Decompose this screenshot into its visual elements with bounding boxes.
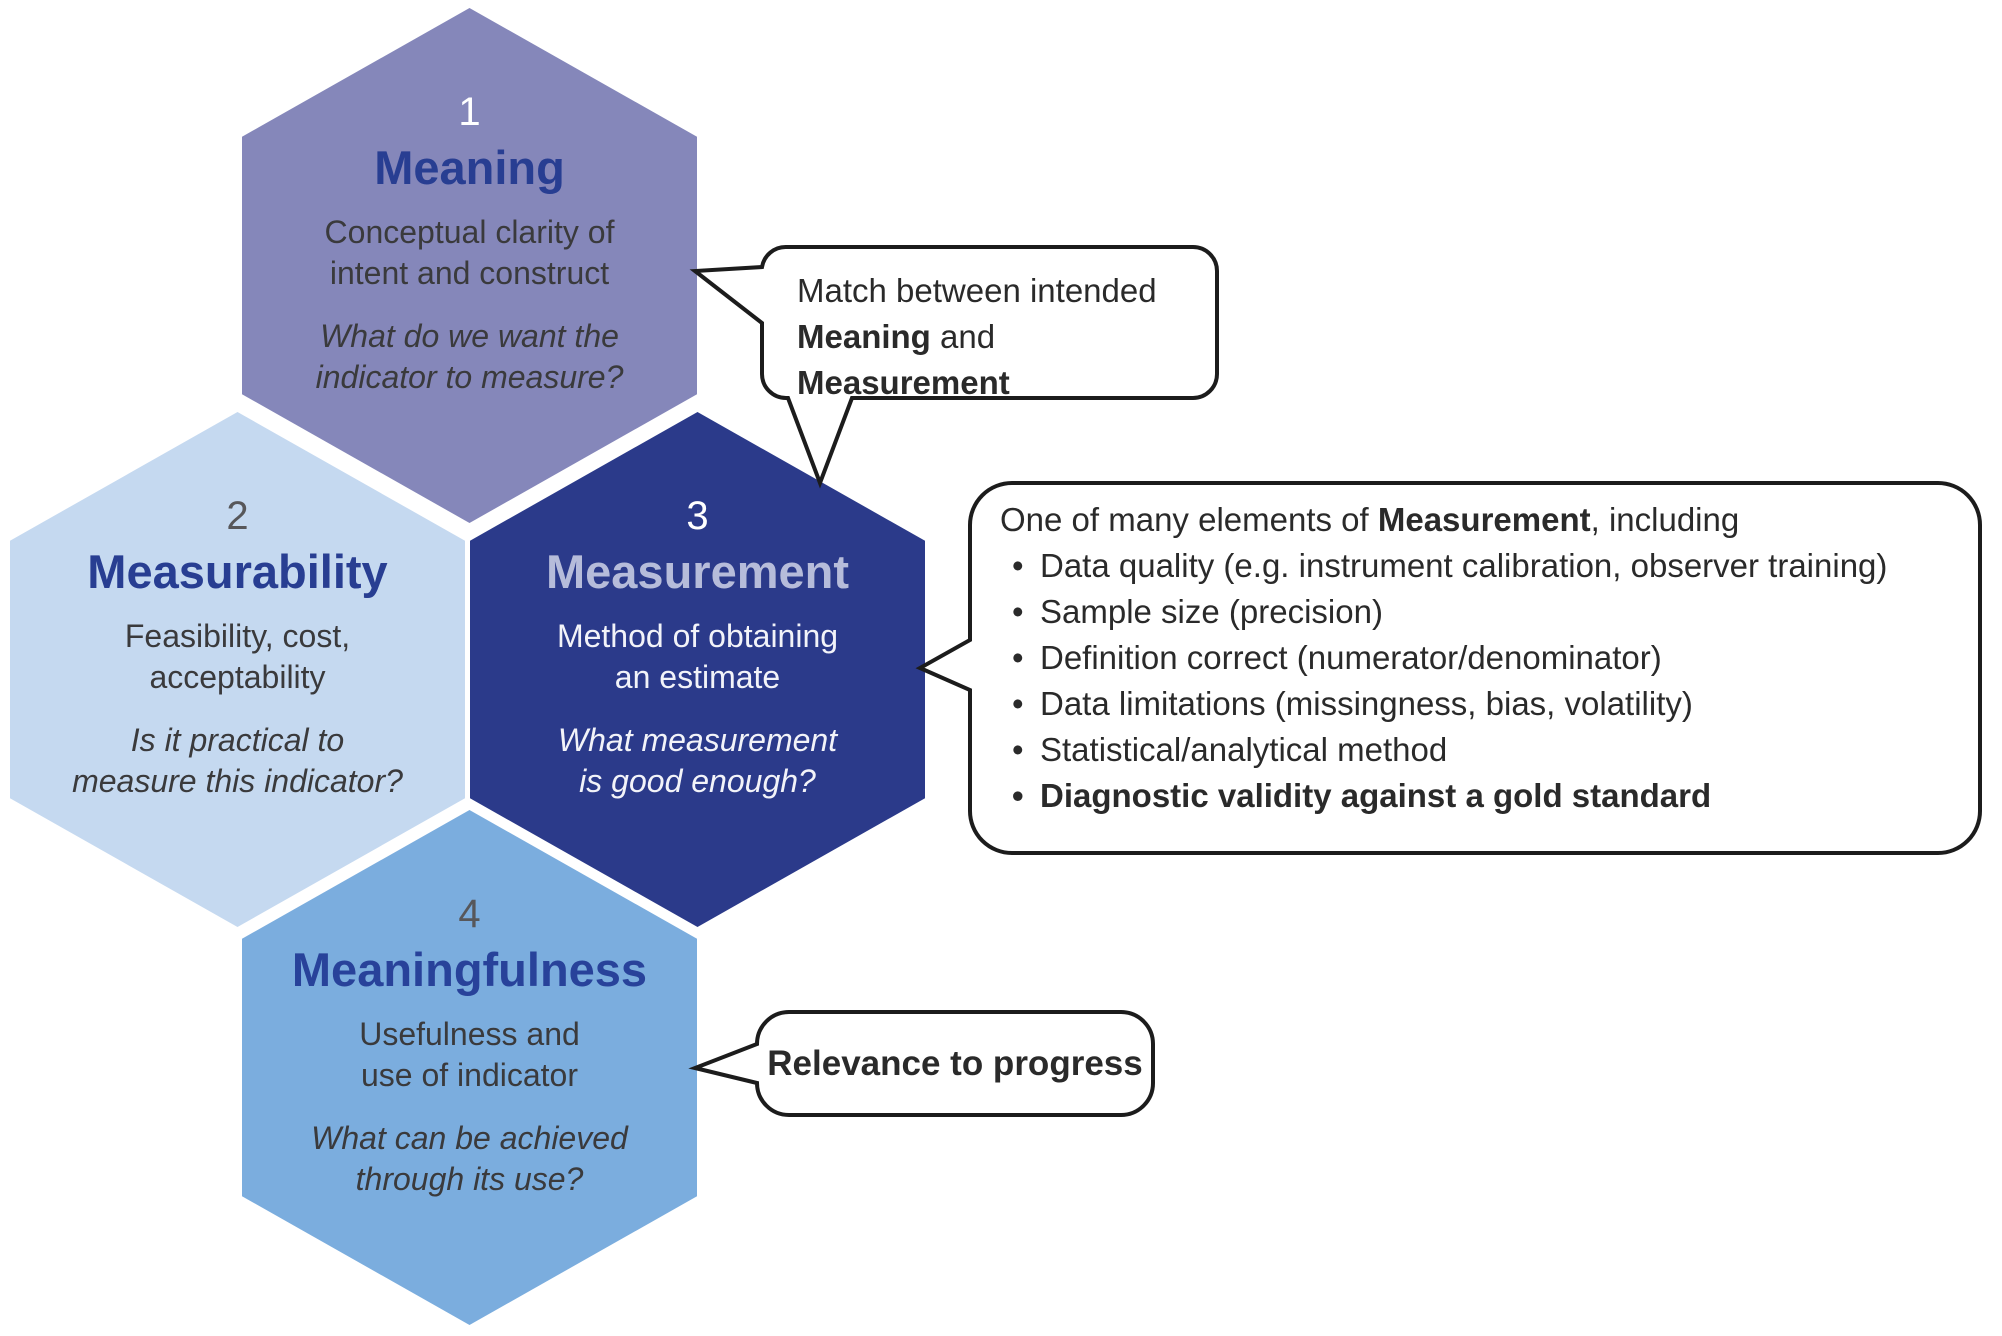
list-item: Statistical/analytical method bbox=[1012, 727, 1958, 773]
description-line: Conceptual clarity of bbox=[324, 214, 615, 250]
list-item-text: Definition correct (numerator/denominato… bbox=[1040, 639, 1662, 676]
description-line: Method of obtaining bbox=[556, 618, 839, 654]
hexagon-measurement-description: Method of obtaining an estimate bbox=[557, 616, 838, 698]
list-item: Definition correct (numerator/denominato… bbox=[1012, 635, 1958, 681]
callout-line: Relevance to progress bbox=[767, 1043, 1143, 1083]
list-item: Sample size (precision) bbox=[1012, 589, 1958, 635]
description-line: intent and construct bbox=[329, 255, 610, 291]
description-line: an estimate bbox=[614, 659, 781, 695]
question-line: indicator to measure? bbox=[315, 359, 624, 395]
intro-bold-term: Measurement bbox=[1377, 501, 1591, 538]
callout-line: Match between intended bbox=[797, 272, 1157, 309]
description-line: Usefulness and bbox=[359, 1016, 580, 1052]
question-line: measure this indicator? bbox=[72, 763, 403, 799]
hexagon-measurability-description: Feasibility, cost, acceptability bbox=[125, 616, 350, 698]
callout-line-mid: and bbox=[930, 318, 996, 355]
hexagon-measurement-question: What measurement is good enough? bbox=[558, 720, 837, 802]
hexagon-measurability-question: Is it practical to measure this indicato… bbox=[72, 720, 403, 802]
hexagon-measurability-number: 2 bbox=[226, 494, 249, 538]
hexagon-measurement-number: 3 bbox=[686, 494, 709, 538]
bold-term-measurement: Measurement bbox=[797, 364, 1010, 401]
callout-relevance-text: Relevance to progress bbox=[757, 1012, 1153, 1115]
list-item-bold: Diagnostic validity against a gold stand… bbox=[1012, 773, 1958, 819]
bold-term-meaning: Meaning bbox=[797, 318, 931, 355]
list-item: Data limitations (missingness, bias, vol… bbox=[1012, 681, 1958, 727]
intro-suffix: , including bbox=[1590, 501, 1740, 538]
question-line: What measurement bbox=[557, 722, 838, 758]
hexagon-measurability: 2 Measurability Feasibility, cost, accep… bbox=[10, 412, 465, 927]
hexagon-meaning-number: 1 bbox=[458, 90, 481, 134]
callout-intro-line: One of many elements of Measurement, inc… bbox=[1000, 497, 1958, 543]
question-line: What do we want the bbox=[320, 318, 619, 354]
description-line: acceptability bbox=[149, 659, 326, 695]
question-line: What can be achieved bbox=[311, 1120, 628, 1156]
hexagon-meaning-description: Conceptual clarity of intent and constru… bbox=[325, 212, 615, 294]
hexagon-meaning-question: What do we want the indicator to measure… bbox=[316, 316, 624, 398]
question-line: is good enough? bbox=[579, 763, 816, 799]
description-line: Feasibility, cost, bbox=[124, 618, 351, 654]
list-item-text: Statistical/analytical method bbox=[1040, 731, 1448, 768]
callout-measurement-elements-text: One of many elements of Measurement, inc… bbox=[1000, 497, 1958, 819]
list-item-text: Data quality (e.g. instrument calibratio… bbox=[1040, 547, 1888, 584]
list-item: Data quality (e.g. instrument calibratio… bbox=[1012, 543, 1958, 589]
hexagon-meaningfulness-description: Usefulness and use of indicator bbox=[359, 1014, 580, 1096]
callout-meaning-measurement-text: Match between intended Meaning and Measu… bbox=[797, 268, 1207, 406]
hexagon-meaningfulness-title: Meaningfulness bbox=[291, 943, 648, 996]
hexagon-measurability-title: Measurability bbox=[87, 545, 388, 598]
question-line: through its use? bbox=[355, 1161, 584, 1197]
callout-line: Meaning and Measurement bbox=[797, 314, 1207, 406]
hexagon-meaning-title: Meaning bbox=[374, 141, 565, 194]
hexagon-meaningfulness-question: What can be achieved through its use? bbox=[311, 1118, 628, 1200]
hexagon-measurement-title: Measurement bbox=[546, 545, 849, 598]
list-item-text: Data limitations (missingness, bias, vol… bbox=[1040, 685, 1693, 722]
list-item-text: Diagnostic validity against a gold stand… bbox=[1040, 777, 1712, 814]
hexagon-meaning: 1 Meaning Conceptual clarity of intent a… bbox=[242, 8, 697, 523]
hexagon-meaningfulness-number: 4 bbox=[458, 892, 481, 936]
list-item-text: Sample size (precision) bbox=[1040, 593, 1383, 630]
measurement-elements-list: Data quality (e.g. instrument calibratio… bbox=[1000, 543, 1958, 819]
description-line: use of indicator bbox=[360, 1057, 578, 1093]
intro-prefix: One of many elements of bbox=[1000, 501, 1378, 538]
question-line: Is it practical to bbox=[130, 722, 345, 758]
